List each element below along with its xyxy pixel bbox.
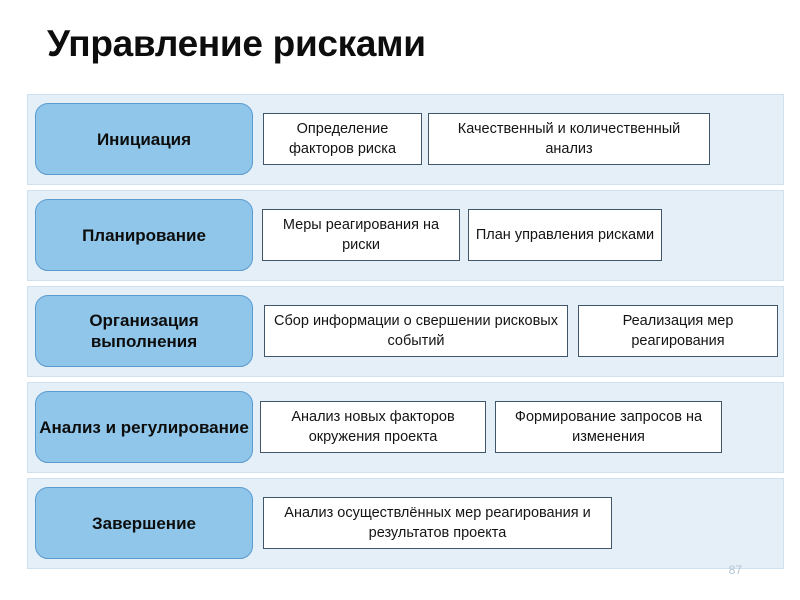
stage-label-execution-organization[interactable]: Организация выполнения [35, 295, 253, 367]
activity-box-4-1[interactable]: Анализ новых факторов окружения проекта [260, 401, 486, 453]
activity-box-1-1[interactable]: Определение факторов риска [263, 113, 422, 165]
activity-box-5-1[interactable]: Анализ осуществлённых мер реагирования и… [263, 497, 612, 549]
activity-box-2-1[interactable]: Меры реагирования на риски [262, 209, 460, 261]
stage-label-closure[interactable]: Завершение [35, 487, 253, 559]
page-title: Управление рисками [47, 23, 426, 64]
stage-label-initiation[interactable]: Инициация [35, 103, 253, 175]
activity-box-3-2[interactable]: Реализация мер реагирования [578, 305, 778, 357]
activity-box-1-2[interactable]: Качественный и количественный анализ [428, 113, 710, 165]
page-number: 87 [728, 563, 742, 577]
activity-box-3-1[interactable]: Сбор информации о свершении рисковых соб… [264, 305, 568, 357]
activity-box-4-2[interactable]: Формирование запросов на изменения [495, 401, 722, 453]
stage-label-analysis-regulation[interactable]: Анализ и регулирование [35, 391, 253, 463]
stage-label-planning[interactable]: Планирование [35, 199, 253, 271]
activity-box-2-2[interactable]: План управления рисками [468, 209, 662, 261]
